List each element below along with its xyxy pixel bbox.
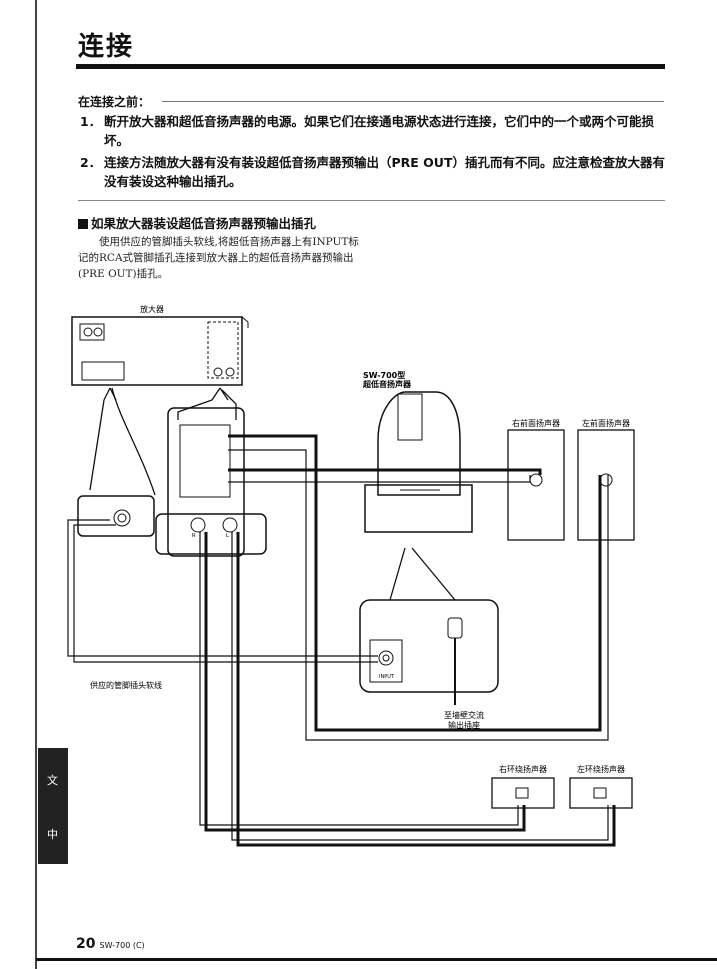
outlet-label: 至墙壁交流输出插座	[444, 710, 484, 730]
side-tab-char-1: 中	[47, 828, 58, 841]
subwoofer-label: SW-700型超低音扬声器	[362, 370, 412, 389]
right-front-speaker	[507, 429, 565, 541]
note-1-number: 1．	[80, 114, 102, 129]
channel-r-label: R	[192, 533, 196, 539]
note-2-text: 连接方法随放大器有没有装设超低音扬声器预输出（PRE OUT）插孔而有不同。应注…	[104, 155, 665, 189]
model-number: SW-700 (C)	[99, 941, 145, 950]
note-2-number: 2．	[80, 155, 102, 170]
subwoofer-body	[377, 391, 461, 496]
amplifier-body	[71, 316, 243, 386]
channel-l-label: L	[226, 533, 229, 539]
subwoofer-label-line2: 超低音扬声器	[362, 379, 412, 389]
page-title: 连接	[78, 32, 135, 62]
outlet-label-line1: 至墙壁交流	[444, 710, 484, 720]
page-number: 20	[76, 936, 96, 952]
left-front-label: 左前面扬声器	[582, 418, 630, 428]
square-bullet-icon	[78, 219, 88, 229]
title-underline	[76, 64, 665, 69]
bottom-rule	[36, 958, 717, 961]
subwoofer-label-line1: SW-700型	[363, 370, 405, 380]
cable-label: 供应的管脚插头软线	[90, 680, 162, 690]
left-surround-label: 左环绕扬声器	[577, 764, 625, 774]
left-front-speaker	[577, 429, 635, 541]
connection-diagram: 放大器 SW-700型超低音扬声器 右前面扬声器 左前面扬声器 右环绕扬声器 左…	[67, 304, 635, 847]
subwoofer-input-box	[359, 599, 499, 693]
note-2: 2． 连接方法随放大器有没有装设超低音扬声器预输出（PRE OUT）插孔而有不同…	[80, 153, 665, 191]
left-surround-speaker	[569, 777, 633, 809]
before-connecting-label: 在连接之前：	[78, 95, 151, 109]
right-surround-label: 右环绕扬声器	[499, 764, 547, 774]
note-1: 1． 断开放大器和超低音扬声器的电源。如果它们在接通电源状态进行连接，它们中的一…	[80, 112, 665, 150]
right-front-label: 右前面扬声器	[512, 418, 560, 428]
outlet-label-line2: 输出插座	[448, 720, 480, 730]
section-heading-text: 如果放大器装设超低音扬声器预输出插孔	[91, 216, 317, 231]
right-surround-speaker	[491, 777, 555, 809]
section-body: 使用供应的管脚插头软线,将超低音扬声器上有INPUT标记的RCA式管脚插孔连接到…	[78, 236, 359, 280]
note-1-text: 断开放大器和超低音扬声器的电源。如果它们在接通电源状态进行连接，它们中的一个或两…	[104, 114, 655, 148]
input-jack-label: INPUT	[379, 674, 395, 680]
left-margin-rule	[35, 0, 37, 969]
super-woofer-jack-box	[77, 495, 155, 537]
amplifier-label: 放大器	[140, 304, 164, 314]
before-rule	[162, 101, 664, 102]
language-side-tab: 中 文	[38, 748, 68, 864]
section-heading: 如果放大器装设超低音扬声器预输出插孔	[78, 213, 316, 232]
notes-rule	[78, 200, 665, 201]
side-tab-char-2: 文	[47, 774, 58, 787]
